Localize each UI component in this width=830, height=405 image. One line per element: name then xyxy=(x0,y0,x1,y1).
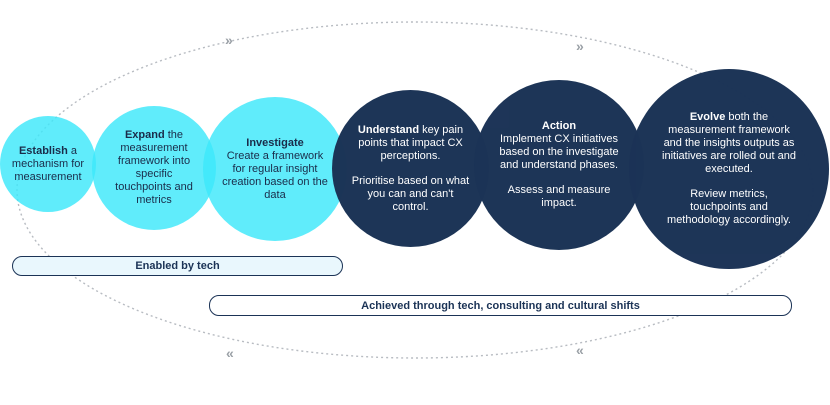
circle-expand: Expand the measurement framework into sp… xyxy=(92,106,216,230)
step-title: Establish xyxy=(18,144,68,157)
step-extra: Prioritise based on what you can and can… xyxy=(351,174,470,213)
step-title: Investigate xyxy=(246,136,304,149)
step-description: Create a framework for regular insight c… xyxy=(222,149,328,201)
circle-evolve: Evolve both the measurement framework an… xyxy=(629,69,829,269)
step-description: a mechanism for measurement xyxy=(11,144,85,183)
step-title: Expand xyxy=(124,129,165,141)
forward-chevron-icon: » xyxy=(576,38,584,54)
step-title: Evolve xyxy=(689,111,726,123)
forward-chevron-icon: » xyxy=(225,32,233,48)
step-extra: Review metrics, touchpoints and methodol… xyxy=(667,188,791,226)
step-description: both the measurement framework and the i… xyxy=(662,111,796,175)
backward-chevron-icon: « xyxy=(226,345,234,361)
circle-establish: Establish a mechanism for measurement xyxy=(0,116,96,212)
step-title: Action xyxy=(541,120,577,132)
circle-text: Expand the measurement framework into sp… xyxy=(107,129,201,207)
enabled-by-tech-banner: Enabled by tech xyxy=(12,256,343,276)
step-extra: Assess and measure impact. xyxy=(507,184,611,209)
circle-text: Establish a mechanism for measurement xyxy=(6,145,90,184)
achieved-through-banner: Achieved through tech, consulting and cu… xyxy=(209,295,792,316)
backward-chevron-icon: « xyxy=(576,342,584,358)
circle-text: Evolve both the measurement framework an… xyxy=(661,111,797,227)
circle-text: Understand key pain points that impact C… xyxy=(352,124,470,214)
step-description: key pain points that impact CX perceptio… xyxy=(358,123,464,162)
step-description: Implement CX initiatives based on the in… xyxy=(499,133,619,171)
circle-understand: Understand key pain points that impact C… xyxy=(332,90,489,247)
step-description: the measurement framework into specific … xyxy=(115,129,193,206)
step-title: Understand xyxy=(357,123,420,136)
